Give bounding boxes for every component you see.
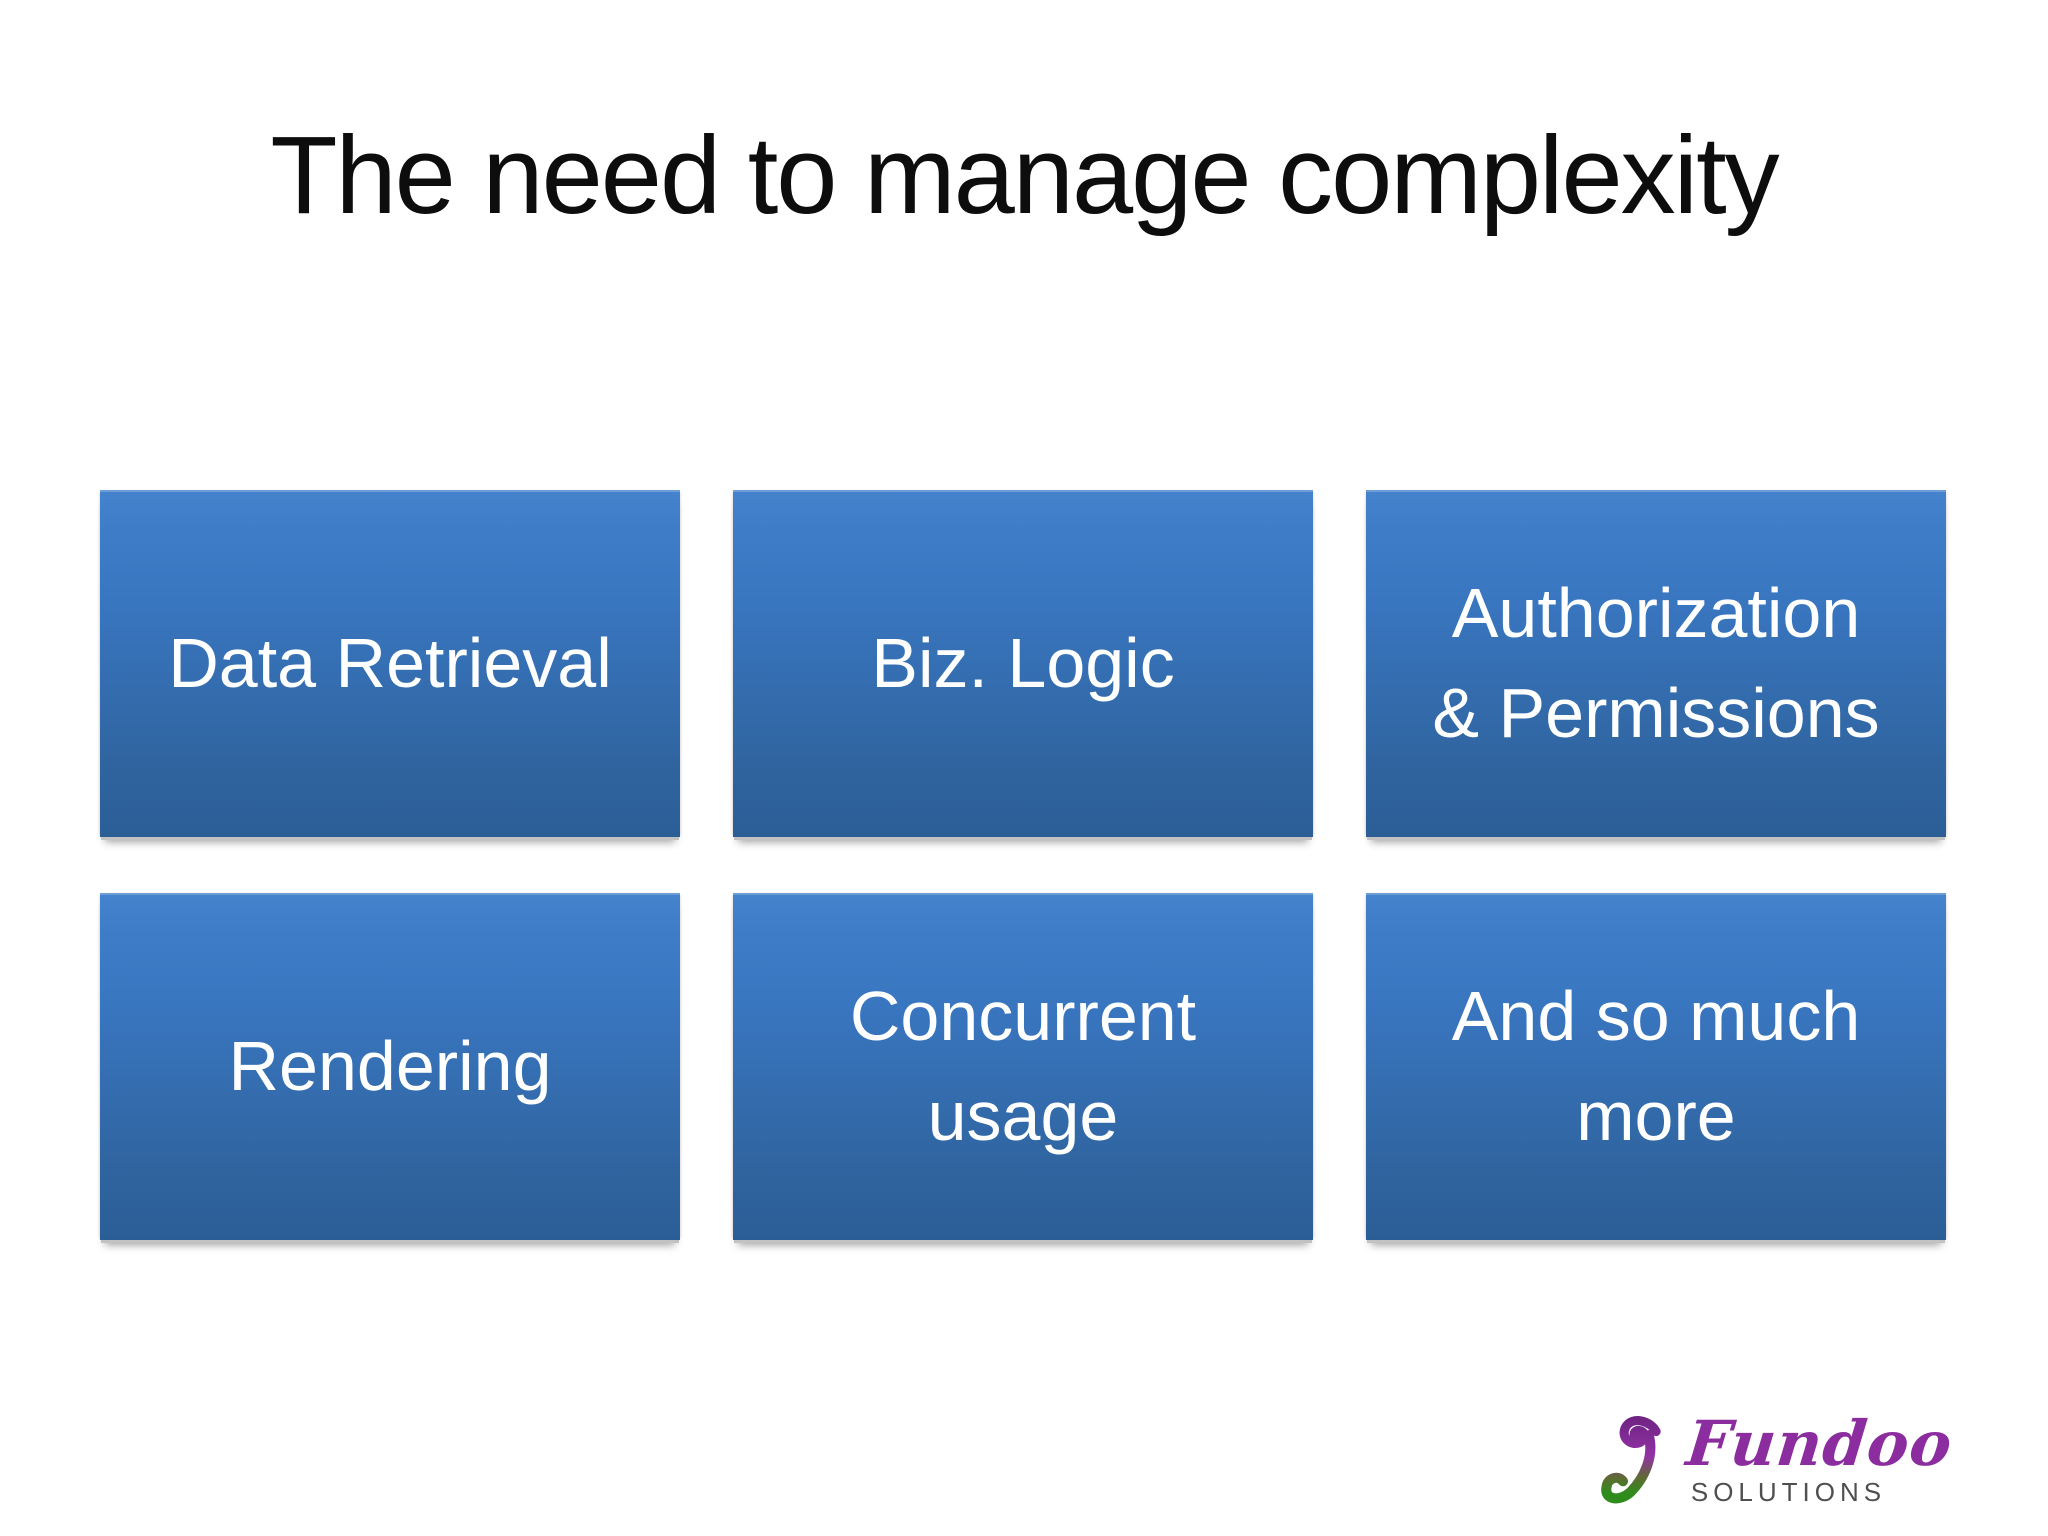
fundoo-swirl-icon — [1601, 1416, 1661, 1504]
box-label: Rendering — [228, 1026, 552, 1105]
box-and-so-much-more: And so much more — [1366, 893, 1946, 1240]
box-label: And so much more — [1451, 977, 1861, 1155]
box-authorization-permissions: Authorization & Permissions — [1366, 490, 1946, 837]
box-label: Authorization & Permissions — [1432, 574, 1880, 752]
box-concurrent-usage: Concurrent usage — [733, 893, 1313, 1240]
slide-title: The need to manage complexity — [270, 114, 1779, 237]
box-data-retrieval: Data Retrieval — [100, 490, 680, 837]
box-rendering: Rendering — [100, 893, 680, 1240]
fundoo-logo: Fundoo SOLUTIONS — [1595, 1407, 1956, 1508]
logo-text-block: Fundoo SOLUTIONS — [1683, 1407, 1956, 1508]
logo-tagline-text: SOLUTIONS — [1690, 1477, 1887, 1507]
logo-brand-text: Fundoo — [1683, 1407, 1956, 1480]
smartart-grid: Data Retrieval Biz. Logic Authorization … — [100, 490, 1946, 1240]
box-label: Data Retrieval — [168, 623, 612, 702]
box-label: Biz. Logic — [871, 623, 1175, 702]
box-biz-logic: Biz. Logic — [733, 490, 1313, 837]
box-label: Concurrent usage — [849, 977, 1197, 1155]
